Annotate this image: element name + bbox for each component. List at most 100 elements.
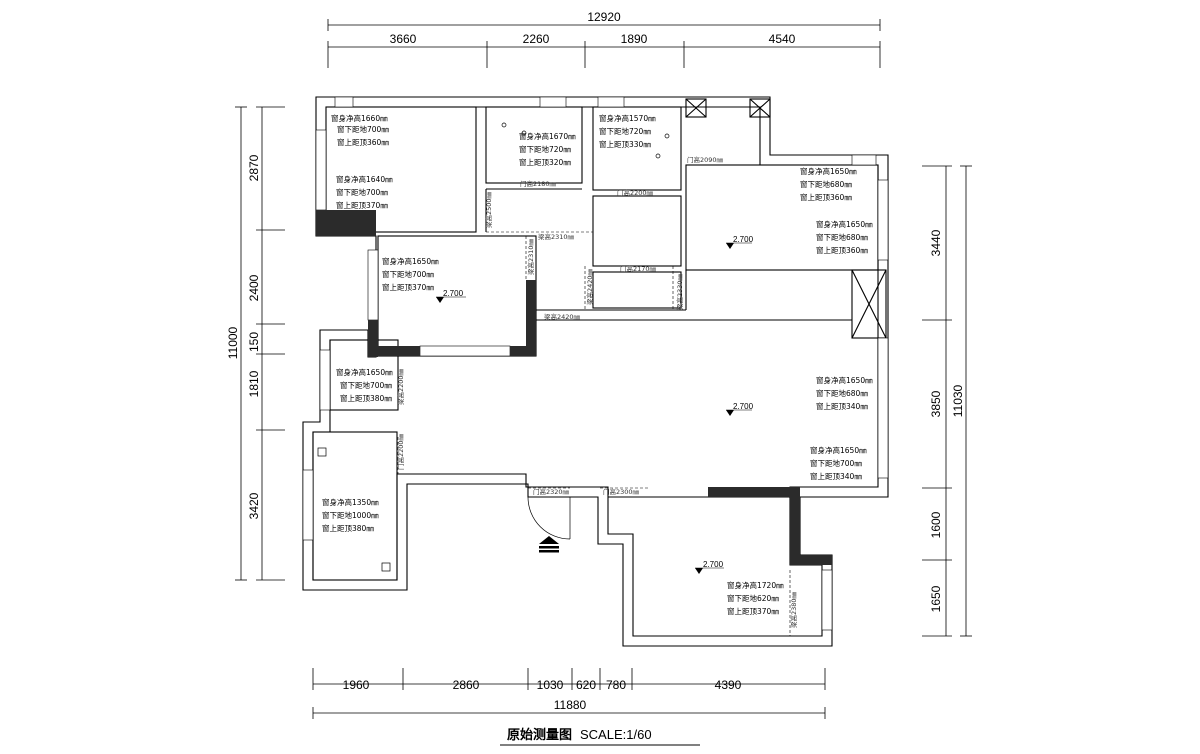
- window-note-line: 窗身净高1720㎜: [727, 580, 784, 590]
- window-note-line: 窗身净高1350㎜: [322, 497, 379, 507]
- window-note-line: 窗下距地680㎜: [816, 388, 868, 398]
- beam-lines: [397, 231, 791, 636]
- dim-bottom-6: 4390: [715, 678, 742, 692]
- window-note-line: 窗身净高1650㎜: [800, 166, 857, 176]
- dim-right-3: 1600: [929, 511, 943, 538]
- window-note-line: 窗上距顶320㎜: [519, 157, 571, 167]
- beam-note: 梁高2200㎜: [396, 368, 405, 405]
- beam-note: 梁高2420㎜: [544, 312, 581, 321]
- dim-top-4: 4540: [769, 32, 796, 46]
- elevation-value: 2.700: [733, 235, 754, 244]
- beam-notes: 梁高2310㎜ 梁高2420㎜ 梁高2310㎜ 梁高2420㎜ 梁高2330㎜ …: [396, 191, 798, 628]
- entry-door: [527, 496, 571, 540]
- dim-right-2: 3850: [929, 390, 943, 417]
- elevation-value: 2.700: [703, 560, 724, 569]
- window-note-7: 窗身净高1650㎜ 窗下距地700㎜ 窗上距顶370㎜: [382, 256, 439, 292]
- door-note: 门高2200㎜: [396, 433, 405, 470]
- window-note-line: 窗身净高1640㎜: [336, 174, 393, 184]
- dim-left-5: 3420: [247, 492, 261, 519]
- dim-bottom-3: 1030: [537, 678, 564, 692]
- window-note-line: 窗下距地700㎜: [810, 458, 862, 468]
- elevation-value: 2.700: [443, 289, 464, 298]
- title-scale: SCALE:1/60: [580, 727, 652, 742]
- window-note-line: 窗下距地700㎜: [336, 187, 388, 197]
- door-note: 门高2090㎜: [687, 155, 724, 164]
- window-note-line: 窗下距地720㎜: [519, 144, 571, 154]
- window-note-line: 窗下距地680㎜: [816, 232, 868, 242]
- windows: [302, 96, 889, 631]
- dim-right-total: 11030: [951, 384, 965, 417]
- dim-left-1: 2870: [247, 154, 261, 181]
- window-note-line: 窗下距地680㎜: [800, 179, 852, 189]
- beam-note: 梁高2420㎜: [585, 268, 594, 305]
- window-note-line: 窗上距顶380㎜: [322, 523, 374, 533]
- dim-left-total: 11000: [226, 326, 240, 359]
- dimension-labels: 12920 3660 2260 1890 4540 1960 2860 1030…: [226, 10, 965, 712]
- dimension-lines: [235, 19, 972, 719]
- beam-note: 梁高2380㎜: [789, 591, 798, 628]
- window-note-12: 窗身净高1720㎜ 窗下距地620㎜ 窗上距顶370㎜: [727, 580, 784, 616]
- dim-right-1: 3440: [929, 229, 943, 256]
- dim-left-2: 2400: [247, 274, 261, 301]
- window-note-8: 窗身净高1650㎜ 窗下距地700㎜ 窗上距顶380㎜: [336, 367, 393, 403]
- dim-top-1: 3660: [390, 32, 417, 46]
- window-note-line: 窗上距顶360㎜: [337, 137, 389, 147]
- elevation-marks: 2.700 2.700 2.700 2.700: [436, 235, 754, 574]
- window-note-3: 窗身净高1670㎜ 窗下距地720㎜ 窗上距顶320㎜: [519, 131, 576, 167]
- beam-note: 梁高2330㎜: [675, 273, 684, 310]
- beam-note: 梁高2310㎜: [526, 238, 535, 275]
- window-note-line: 窗身净高1670㎜: [519, 131, 576, 141]
- dim-bottom-2: 2860: [453, 678, 480, 692]
- window-note-line: 窗上距顶360㎜: [800, 192, 852, 202]
- dim-bottom-1: 1960: [343, 678, 370, 692]
- window-note-line: 窗下距地700㎜: [382, 269, 434, 279]
- window-note-10: 窗身净高1650㎜ 窗下距地700㎜ 窗上距顶340㎜: [810, 445, 867, 481]
- window-note-line: 窗身净高1650㎜: [816, 375, 873, 385]
- door-notes: 门高2180㎜ 门高2200㎜ 门高2090㎜ 门高2170㎜ 门高2320㎜ …: [396, 155, 724, 496]
- beam-note: 梁高2500㎜: [484, 191, 493, 228]
- window-note-line: 窗下距地700㎜: [340, 380, 392, 390]
- window-note-line: 窗上距顶370㎜: [727, 606, 779, 616]
- window-note-line: 窗上距顶360㎜: [816, 245, 868, 255]
- window-note-6: 窗身净高1650㎜ 窗下距地680㎜ 窗上距顶360㎜: [816, 219, 873, 255]
- beam-note: 梁高2310㎜: [538, 232, 575, 241]
- dim-top-2: 2260: [523, 32, 550, 46]
- dim-left-4: 1810: [247, 370, 261, 397]
- window-note-line: 窗身净高1660㎜: [331, 113, 388, 123]
- window-note-2: 窗身净高1640㎜ 窗下距地700㎜ 窗上距顶370㎜: [336, 174, 393, 210]
- dim-top-3: 1890: [621, 32, 648, 46]
- window-note-line: 窗上距顶370㎜: [336, 200, 388, 210]
- window-note-5: 窗身净高1650㎜ 窗下距地680㎜ 窗上距顶360㎜: [800, 166, 857, 202]
- window-note-1: 窗身净高1660㎜ 窗下距地700㎜ 窗上距顶360㎜: [331, 113, 389, 147]
- elevation-mark: 2.700: [436, 289, 466, 303]
- window-note-line: 窗身净高1650㎜: [816, 219, 873, 229]
- elevation-mark: 2.700: [726, 402, 754, 416]
- door-note: 门高2180㎜: [520, 179, 557, 188]
- window-note-line: 窗身净高1650㎜: [810, 445, 867, 455]
- columns: [316, 210, 832, 565]
- elevation-mark: 2.700: [726, 235, 754, 249]
- window-note-line: 窗下距地700㎜: [337, 124, 389, 134]
- elevation-mark: 2.700: [695, 560, 724, 574]
- window-note-line: 窗上距顶340㎜: [816, 401, 868, 411]
- door-note: 门高2320㎜: [533, 487, 570, 496]
- dim-left-3: 150: [247, 332, 261, 352]
- window-note-line: 窗上距顶340㎜: [810, 471, 862, 481]
- window-note-line: 窗下距地1000㎜: [322, 510, 379, 520]
- drawing-title: 原始测量图 SCALE:1/60: [500, 727, 700, 746]
- window-note-line: 窗下距地620㎜: [727, 593, 779, 603]
- dim-top-total: 12920: [587, 10, 621, 24]
- window-note-line: 窗身净高1650㎜: [382, 256, 439, 266]
- title-main: 原始测量图: [507, 727, 572, 743]
- window-note-line: 窗上距顶380㎜: [340, 393, 392, 403]
- window-note-line: 窗上距顶370㎜: [382, 282, 434, 292]
- window-note-line: 窗上距顶330㎜: [599, 139, 651, 149]
- door-note: 门高2200㎜: [617, 188, 654, 197]
- door-note: 门高2300㎜: [603, 487, 640, 496]
- window-note-line: 窗身净高1650㎜: [336, 367, 393, 377]
- door-note: 门高2170㎜: [620, 264, 657, 273]
- window-note-4: 窗身净高1570㎜ 窗下距地720㎜ 窗上距顶330㎜: [599, 113, 656, 149]
- window-note-9: 窗身净高1650㎜ 窗下距地680㎜ 窗上距顶340㎜: [816, 375, 873, 411]
- window-note-line: 窗下距地720㎜: [599, 126, 651, 136]
